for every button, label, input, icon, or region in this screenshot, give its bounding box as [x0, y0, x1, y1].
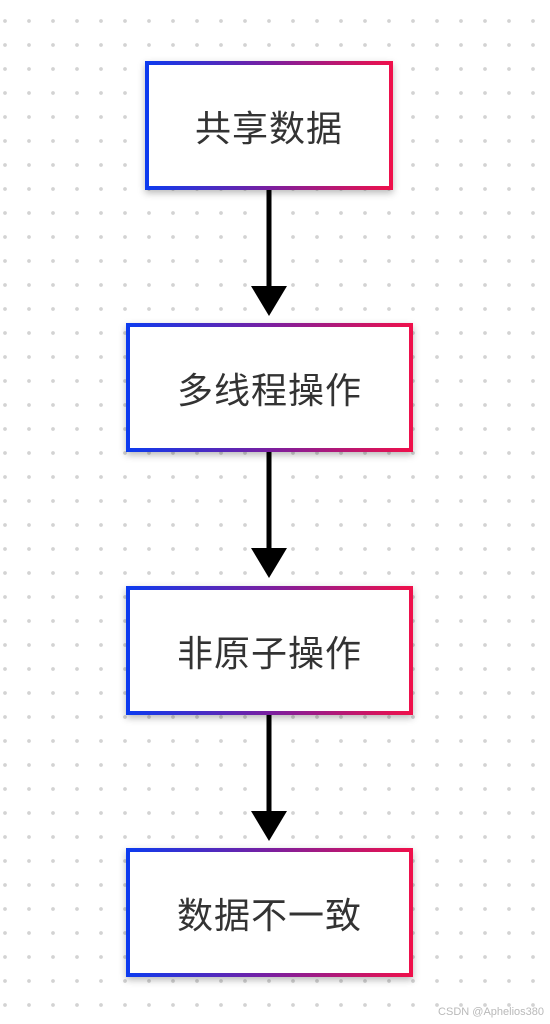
arrow-2-to-3	[251, 452, 287, 578]
arrow-3-to-4	[251, 715, 287, 841]
node-non-atomic-operation: 非原子操作	[126, 586, 413, 715]
node-data-inconsistency: 数据不一致	[126, 848, 413, 977]
node-label: 多线程操作	[176, 370, 362, 412]
node-label: 共享数据	[194, 108, 343, 150]
node-multithread-operation: 多线程操作	[126, 323, 413, 452]
node-shared-data: 共享数据	[145, 61, 393, 190]
node-label: 数据不一致	[176, 895, 362, 937]
arrow-1-to-2	[251, 190, 287, 316]
node-label: 非原子操作	[176, 633, 362, 675]
watermark: CSDN @Aphelios380	[438, 1006, 544, 1018]
